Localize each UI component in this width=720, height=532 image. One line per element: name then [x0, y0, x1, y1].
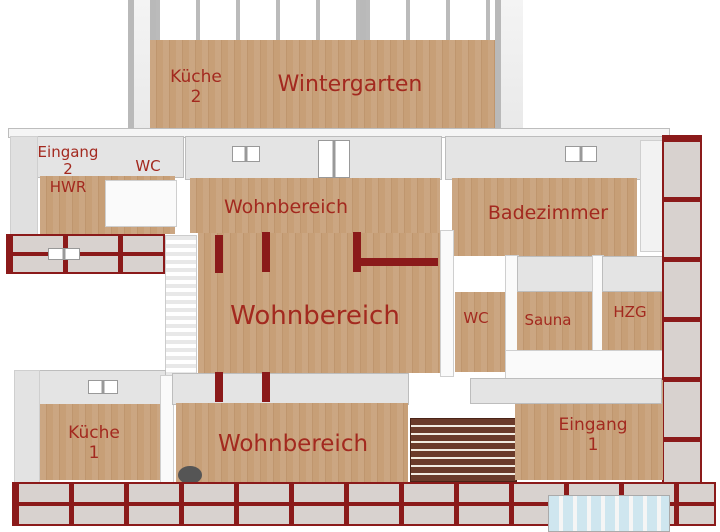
room-label-sauna: Sauna: [524, 311, 572, 329]
room-label-eingang2: Eingang 2 HWR: [37, 143, 99, 196]
room-label-kueche1: Küche 1: [68, 423, 120, 463]
staircase[interactable]: [410, 418, 517, 482]
room-label-wohnbereich-top: Wohnbereich: [224, 196, 348, 218]
door-to-wintergarten[interactable]: [318, 140, 350, 178]
room-label-kueche2-line1: Küche: [170, 67, 222, 87]
room-label-hzg: HZG: [613, 303, 647, 321]
room-label-wc-right: WC: [463, 309, 489, 327]
window-kueche1: [88, 380, 118, 394]
eingang2-left-wall: [10, 136, 38, 238]
stove: [178, 466, 202, 484]
room-label-wohnbereich-center: Wohnbereich: [230, 301, 400, 331]
wohnbereich-top-floor: [190, 178, 440, 233]
timber-wall-right: [662, 135, 702, 484]
room-label-eingang2-line2: 2: [63, 160, 73, 179]
timber-wall-left-wing: [6, 234, 165, 274]
wohnbereich-center-floor: [198, 233, 443, 373]
timber-beam-5: [215, 372, 223, 402]
window-badezimmer: [565, 146, 597, 162]
entrance-canopy: [548, 495, 670, 532]
wintergarten-glass-wall-right: [495, 0, 523, 130]
right-wing-wall: [505, 350, 667, 380]
wc-top-partition: [105, 180, 177, 227]
wintergarten-glass-wall-back-left: [150, 0, 361, 42]
wohnbereich-top-back-wall: [185, 136, 442, 180]
wintergarten-glass-wall-back-right: [360, 0, 506, 42]
window-left-wing: [48, 248, 80, 260]
wc-right-floor: [455, 292, 505, 372]
room-label-kueche2-line2: 2: [190, 86, 202, 107]
window-wohnbereich-left: [232, 146, 260, 162]
wintergarten-floor: [150, 40, 495, 130]
central-right-wall: [440, 230, 454, 377]
hzg-back-wall: [602, 256, 664, 292]
sauna-floor: [517, 290, 592, 350]
wohnbereich-bottom-floor: [176, 403, 408, 483]
room-label-wintergarten: Wintergarten: [277, 72, 423, 97]
room-label-eingang1-line1: Eingang: [558, 415, 628, 435]
timber-beam-3: [353, 232, 361, 272]
timber-beam-4: [353, 258, 438, 266]
timber-beam-2: [262, 232, 270, 272]
room-label-eingang2-line1: Eingang: [37, 143, 99, 161]
wohnbereich-bottom-back-wall: [172, 373, 409, 405]
room-label-wc-top: WC: [135, 157, 161, 175]
room-label-kueche1-line1: Küche: [68, 423, 120, 443]
kueche1-left-wall: [14, 370, 40, 484]
kueche1-floor: [40, 404, 162, 480]
room-label-wohnbereich-bottom: Wohnbereich: [217, 431, 369, 457]
timber-beam-6: [262, 372, 270, 402]
room-label-eingang2-line3: HWR: [49, 177, 87, 196]
badezimmer-back-wall: [445, 136, 667, 180]
badezimmer-floor: [452, 178, 637, 256]
eingang1-back-wall: [470, 378, 662, 404]
room-label-badezimmer: Badezimmer: [487, 202, 609, 224]
hzg-floor: [602, 290, 662, 350]
room-label-kueche1-line2: 1: [88, 442, 100, 463]
eingang2-back-wall: [12, 136, 184, 178]
room-label-eingang1-line2: 1: [587, 434, 599, 455]
room-label-eingang1: Eingang 1: [558, 415, 628, 455]
timber-beam-1: [215, 235, 223, 273]
room-label-kueche2: Küche 2: [170, 67, 222, 107]
left-glass-stair-wall: [165, 235, 197, 377]
sauna-back-wall: [517, 256, 594, 292]
